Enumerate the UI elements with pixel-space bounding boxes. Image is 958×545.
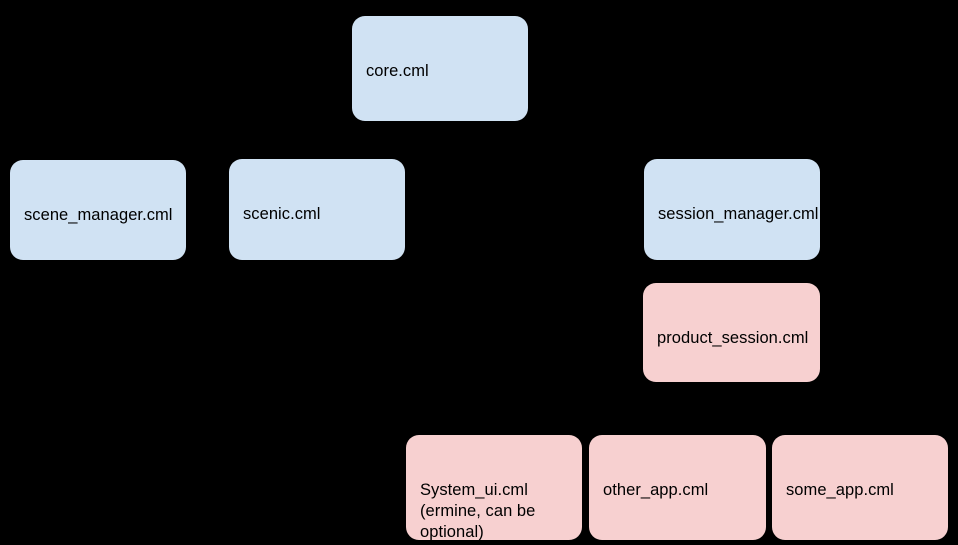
node-label: session_manager.cml [658,205,819,223]
node-scenic[interactable]: scenic.cml [229,159,405,260]
node-label: System_ui.cml (ermine, can be optional) [420,481,536,540]
node-core[interactable]: core.cml [352,16,528,121]
node-scene-manager[interactable]: scene_manager.cml [10,160,186,260]
node-label: some_app.cml [786,481,894,499]
node-label: product_session.cml [657,329,809,347]
node-some-app[interactable]: some_app.cml [772,435,948,540]
node-system-ui[interactable]: System_ui.cml (ermine, can be optional) [406,435,582,540]
node-other-app[interactable]: other_app.cml [589,435,766,540]
node-label: other_app.cml [603,481,709,499]
node-product-session[interactable]: product_session.cml [643,283,820,382]
node-label: scene_manager.cml [24,206,173,224]
node-label: core.cml [366,62,429,80]
node-session-manager[interactable]: session_manager.cml [644,159,820,260]
node-label: scenic.cml [243,205,321,223]
